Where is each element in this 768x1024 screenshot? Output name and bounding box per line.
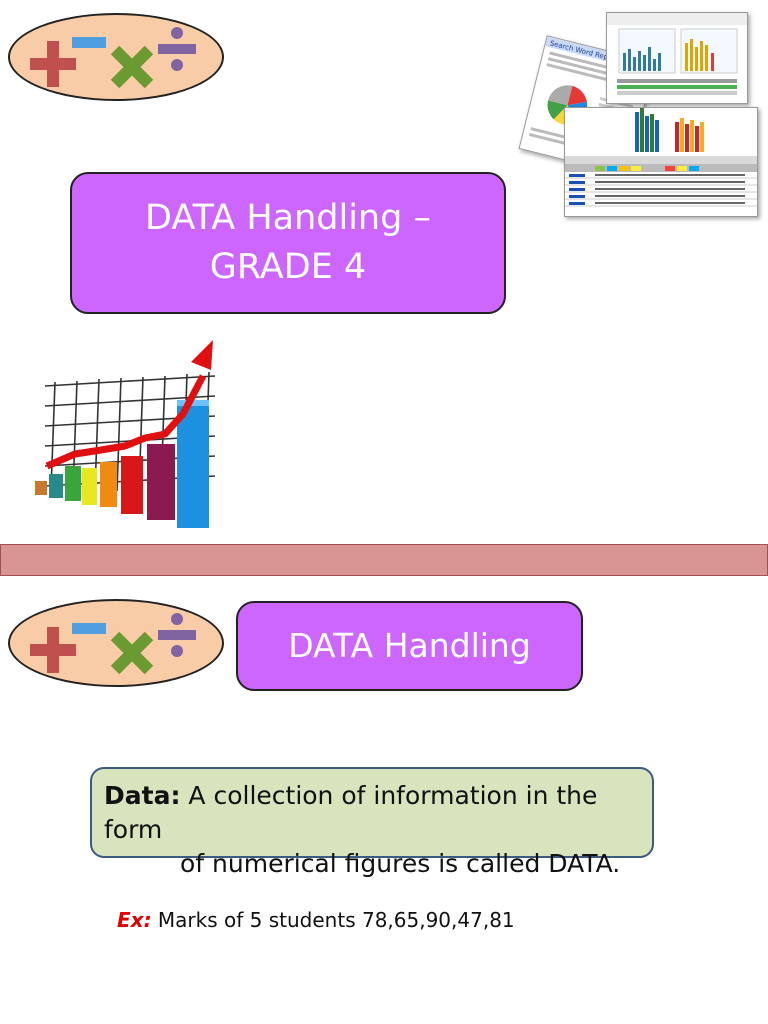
- definition-text-line2: of numerical figures is called DATA.: [180, 848, 621, 878]
- plus-icon: [30, 627, 76, 673]
- slide-divider: [0, 544, 768, 576]
- minus-icon: [72, 37, 106, 48]
- example-content: Marks of 5 students 78,65,90,47,81: [157, 908, 515, 932]
- growth-chart-icon: [15, 326, 230, 544]
- slide-title: DATA Handling – GRADE 4: [70, 172, 506, 314]
- definition-term: Data:: [104, 781, 181, 810]
- times-icon: [110, 631, 154, 675]
- definition-text-line1: A collection of information in the form: [104, 781, 598, 844]
- divide-icon: [158, 27, 196, 71]
- definition-box: Data: A collection of information in the…: [90, 767, 654, 878]
- section-title-text: DATA Handling: [288, 625, 531, 665]
- times-icon: [110, 45, 154, 89]
- slide-title-line2: GRADE 4: [209, 247, 367, 287]
- example-text: Ex: Marks of 5 students 78,65,90,47,81: [117, 908, 515, 932]
- plus-icon: [30, 41, 76, 87]
- slide-title-line1: DATA Handling –: [145, 198, 431, 238]
- divide-icon: [158, 613, 196, 657]
- section-title: DATA Handling: [236, 601, 583, 691]
- math-operators-logo-2: [8, 599, 224, 687]
- math-operators-logo: [8, 13, 224, 101]
- example-label: Ex:: [117, 908, 152, 932]
- minus-icon: [72, 623, 106, 634]
- search-report-image: Search Word Report: [516, 12, 758, 217]
